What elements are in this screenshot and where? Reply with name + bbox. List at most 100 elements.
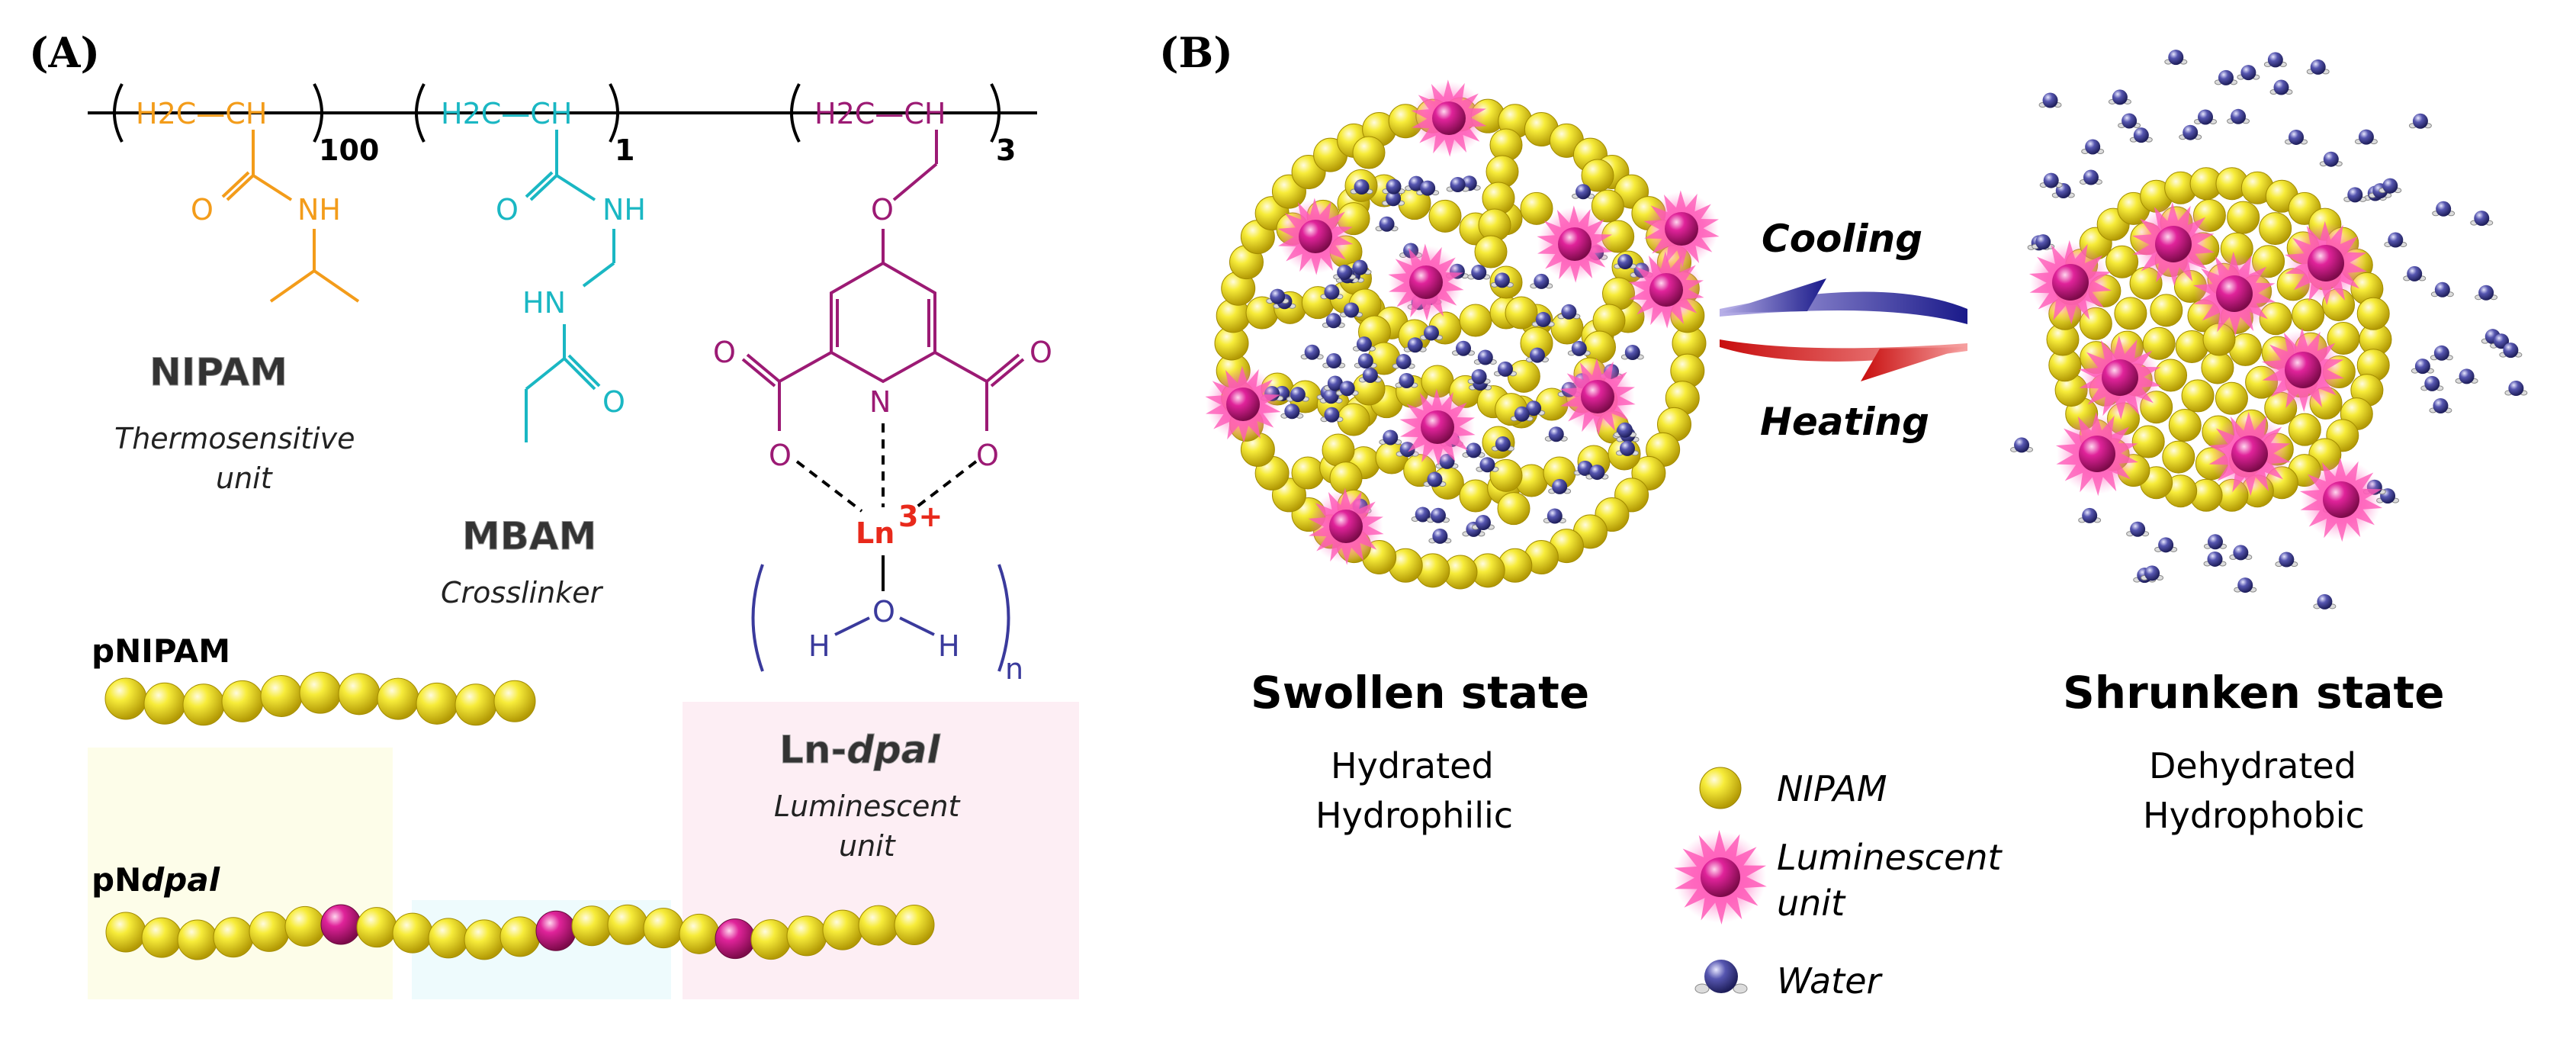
swollen-desc-2: Hydrophilic (1315, 795, 1513, 836)
water-molecule (1543, 508, 1566, 524)
water-molecule (2343, 187, 2367, 203)
dpal-bead (535, 910, 577, 951)
nipam-bead (1459, 304, 1492, 337)
water-molecule (1476, 457, 1499, 473)
pndpal-label: pNdpal (92, 861, 220, 899)
water-molecule (2108, 89, 2131, 105)
water-molecule (1300, 344, 1324, 360)
water-molecule (1531, 311, 1555, 327)
nipam-structure: H2C—CH 100 O NH (113, 83, 379, 303)
mbam-o-text: O (496, 193, 519, 227)
luminescent-unit (1388, 243, 1464, 321)
water-molecule (1358, 367, 1382, 383)
nipam-bead (104, 677, 147, 720)
water-molecule (2285, 129, 2308, 145)
water-molecule (2126, 521, 2150, 537)
water-molecule (1467, 264, 1491, 280)
nipam-bead (221, 680, 264, 722)
water-molecule (2164, 50, 2188, 66)
nipam-bead (1581, 159, 1614, 192)
water-molecule (1379, 429, 1402, 445)
water-molecule (1340, 302, 1363, 318)
water-molecule (2354, 129, 2378, 145)
nipam-bead (416, 682, 458, 725)
nipam-bead (1322, 433, 1355, 467)
dpal-bead (715, 918, 756, 960)
mbam-desc: Crosslinker (441, 576, 604, 609)
water-molecule (2078, 507, 2102, 523)
pndpal-label-part2: dpal (141, 861, 220, 899)
nipam-bead (571, 905, 612, 947)
nipam-bead (141, 917, 182, 958)
nipam-bead (428, 918, 469, 959)
water-molecule (2455, 368, 2478, 384)
water-molecule (2237, 65, 2260, 81)
ln-charge: 3+ (898, 500, 943, 533)
water-molecule (2010, 437, 2034, 453)
nipam-bead (143, 682, 186, 725)
legend-water-molecule (1694, 960, 1748, 994)
nipam-bead (1459, 479, 1492, 513)
nipam-bead (338, 673, 381, 716)
legend-luminescent-label-2: unit (1777, 883, 1846, 924)
water-molecule (2229, 545, 2253, 561)
legend-water-label: Water (1777, 960, 1883, 1002)
luminescent-unit (2131, 201, 2215, 287)
water-molecule (2227, 108, 2250, 124)
water-molecule (2499, 343, 2523, 359)
luminescent-unit (2078, 335, 2162, 420)
water-molecule (1613, 422, 1636, 438)
luminescent-unit (1277, 198, 1354, 275)
lndpal-desc-1: Luminescent (774, 790, 961, 823)
water-molecule (1620, 344, 1644, 360)
dpal-n: N (869, 385, 891, 419)
water-molecule (1392, 353, 1415, 369)
nipam-bead (182, 683, 225, 726)
luminescent-unit (2284, 220, 2368, 306)
swollen-title: Swollen state (1251, 667, 1589, 719)
dpal-bead (320, 904, 361, 945)
lndpal-title-part1: Ln- (779, 728, 846, 772)
mbam-structure: H2C—CH 1 O NH HN O (415, 83, 646, 442)
heating-label: Heating (1760, 400, 1929, 444)
nipam-bead (2227, 201, 2260, 234)
water-molecule (2263, 52, 2287, 68)
water-molecule (2203, 534, 2227, 550)
nipam-bead (499, 916, 541, 957)
nipam-bead (1507, 359, 1540, 393)
water-h-left: H (808, 629, 830, 663)
nipam-bead (2150, 294, 2183, 327)
water-molecule (1280, 404, 1304, 420)
shrunken-title: Shrunken state (2063, 667, 2445, 719)
water-molecule (1493, 361, 1517, 377)
nipam-bead (2288, 413, 2321, 446)
nipam-bead (643, 908, 684, 949)
nipam-bead (2168, 408, 2202, 442)
panel-a-label: (A) (29, 28, 100, 77)
water-molecule (2475, 285, 2498, 301)
shrunken-desc-2: Hydrophobic (2143, 795, 2365, 836)
water-molecule (1350, 179, 1373, 195)
water-molecule (2038, 92, 2062, 108)
panel-b-label: (B) (1159, 28, 1233, 77)
luminescent-unit (2261, 327, 2345, 413)
pndpal-label-part1: pN (92, 861, 141, 899)
water-molecule (2203, 551, 2227, 567)
nipam-bead (2259, 212, 2292, 246)
nipam-bead (299, 671, 342, 714)
water-molecule (2429, 397, 2452, 413)
nipam-bead (356, 907, 397, 948)
nipam-bead (1497, 492, 1531, 526)
water-molecule (1426, 507, 1450, 523)
water-molecule (2408, 113, 2432, 129)
water-molecule (1354, 353, 1377, 369)
water-molecule (2039, 172, 2063, 188)
nipam-bead (2292, 298, 2325, 332)
water-molecule (1490, 272, 1514, 288)
nipam-bead (177, 919, 218, 960)
dpal-subscript: 3 (996, 133, 1016, 167)
water-molecule (1333, 264, 1357, 280)
nipam-bead (2114, 297, 2147, 330)
water-molecule (2420, 375, 2444, 391)
